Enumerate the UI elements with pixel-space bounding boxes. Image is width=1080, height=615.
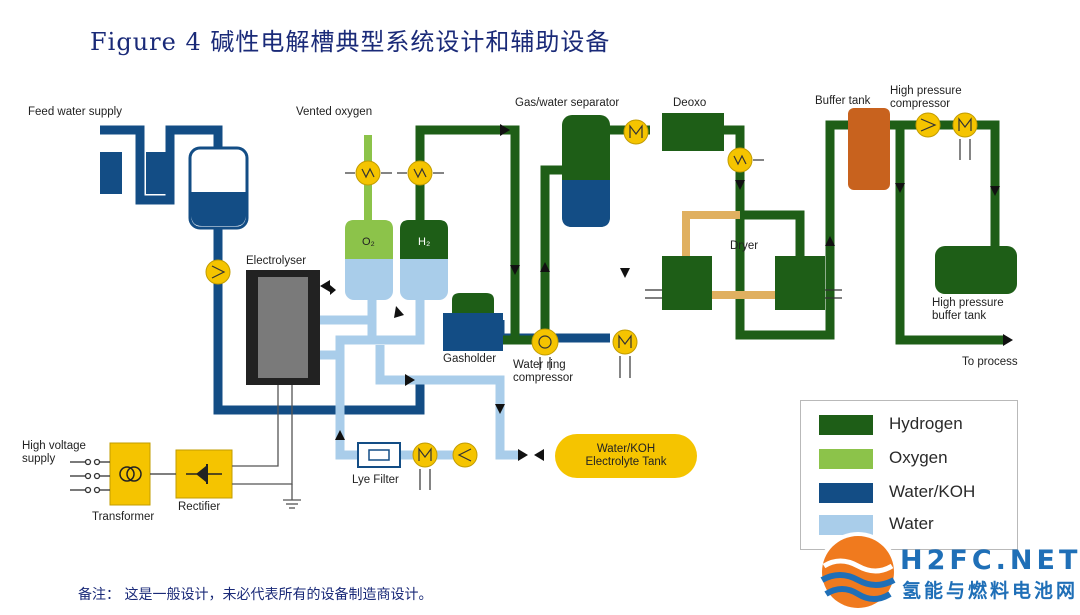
transformer <box>109 442 151 506</box>
feed-water-tank <box>188 146 249 230</box>
lye-motor-icon <box>412 442 438 468</box>
label-o2: O₂ <box>362 236 375 248</box>
label-electrolyser: Electrolyser <box>246 255 307 267</box>
legend-swatch <box>819 483 873 503</box>
buffer-tank <box>848 108 890 190</box>
label-h2: H₂ <box>418 236 431 248</box>
electrical-wires <box>232 385 301 509</box>
legend-label: Water/KOH <box>889 482 976 501</box>
label-gas-water-separator: Gas/water separator <box>515 97 620 109</box>
dryer-vessel-2 <box>775 256 825 310</box>
label-gasholder: Gasholder <box>443 353 497 365</box>
feed-pump-icon <box>205 259 231 285</box>
water-ring-compressor-icon <box>531 328 559 356</box>
watermark-brand: H2FC.NET <box>900 545 1080 576</box>
label-feed-water-supply: Feed water supply <box>28 106 122 118</box>
legend-item-hydrogen: Hydrogen <box>819 413 1009 437</box>
legend-swatch <box>819 415 873 435</box>
label-deoxo: Deoxo <box>673 97 707 109</box>
legend-label: Water <box>889 514 934 533</box>
legend: Hydrogen Oxygen Water/KOH Water <box>800 400 1018 550</box>
legend-swatch <box>819 515 873 535</box>
hv-supply-connectors <box>70 458 176 494</box>
label-hp-buffer-1: High pressure <box>932 297 1004 309</box>
label-water-ring-2: compressor <box>513 372 574 384</box>
figure-title: Figure 4 碱性电解槽典型系统设计和辅助设备 <box>90 28 611 56</box>
oxygen-separator <box>345 220 393 300</box>
watermark-subtitle: 氢能与燃料电池网 <box>902 580 1079 602</box>
separator-pump-icon <box>623 119 649 145</box>
label-hv-supply-1: High voltage <box>22 440 86 452</box>
label-to-process: To process <box>962 356 1018 368</box>
hp-buffer-tank <box>935 246 1017 294</box>
hydrogen-separator <box>400 220 448 300</box>
legend-label: Hydrogen <box>889 414 963 433</box>
label-hp-buffer-2: buffer tank <box>932 310 987 322</box>
feed-filter-1 <box>100 152 122 194</box>
electrolyte-tank <box>555 434 697 478</box>
legend-item-water-koh: Water/KOH <box>819 481 1009 505</box>
legend-item-oxygen: Oxygen <box>819 447 1009 471</box>
electrolyser <box>246 270 320 385</box>
label-hv-supply-2: supply <box>22 453 56 465</box>
lye-filter <box>357 442 401 468</box>
rectifier <box>175 449 233 499</box>
label-lye-filter: Lye Filter <box>352 474 399 486</box>
label-hp-compressor-2: compressor <box>890 98 951 110</box>
hp-motor-icon <box>952 112 978 138</box>
label-dryer: Dryer <box>730 240 759 252</box>
legend-swatch <box>819 449 873 469</box>
label-tank-1: Water/KOH <box>596 443 656 455</box>
water-pump-icon <box>612 329 638 355</box>
label-transformer: Transformer <box>92 511 155 523</box>
footnote: 备注： 这是一般设计，未必代表所有的设备制造商设计。 <box>78 587 433 603</box>
gas-water-separator <box>562 115 610 227</box>
label-buffer-tank: Buffer tank <box>815 95 871 107</box>
feed-filter-2 <box>146 152 168 194</box>
hydrogen-lines <box>415 120 1005 345</box>
label-water-ring-1: Water ring <box>513 359 566 371</box>
label-hp-compressor-1: High pressure <box>890 85 962 97</box>
lye-pump-icon <box>452 442 478 468</box>
label-rectifier: Rectifier <box>178 501 221 513</box>
label-vented-oxygen: Vented oxygen <box>296 106 373 118</box>
dryer-vessel-1 <box>662 256 712 310</box>
label-tank-2: Electrolyte Tank <box>585 456 667 468</box>
flow-arrows <box>320 124 1013 461</box>
gasholder <box>443 293 503 351</box>
legend-label: Oxygen <box>889 448 948 467</box>
deoxo-unit <box>662 113 724 151</box>
legend-item-water: Water <box>819 513 1009 537</box>
